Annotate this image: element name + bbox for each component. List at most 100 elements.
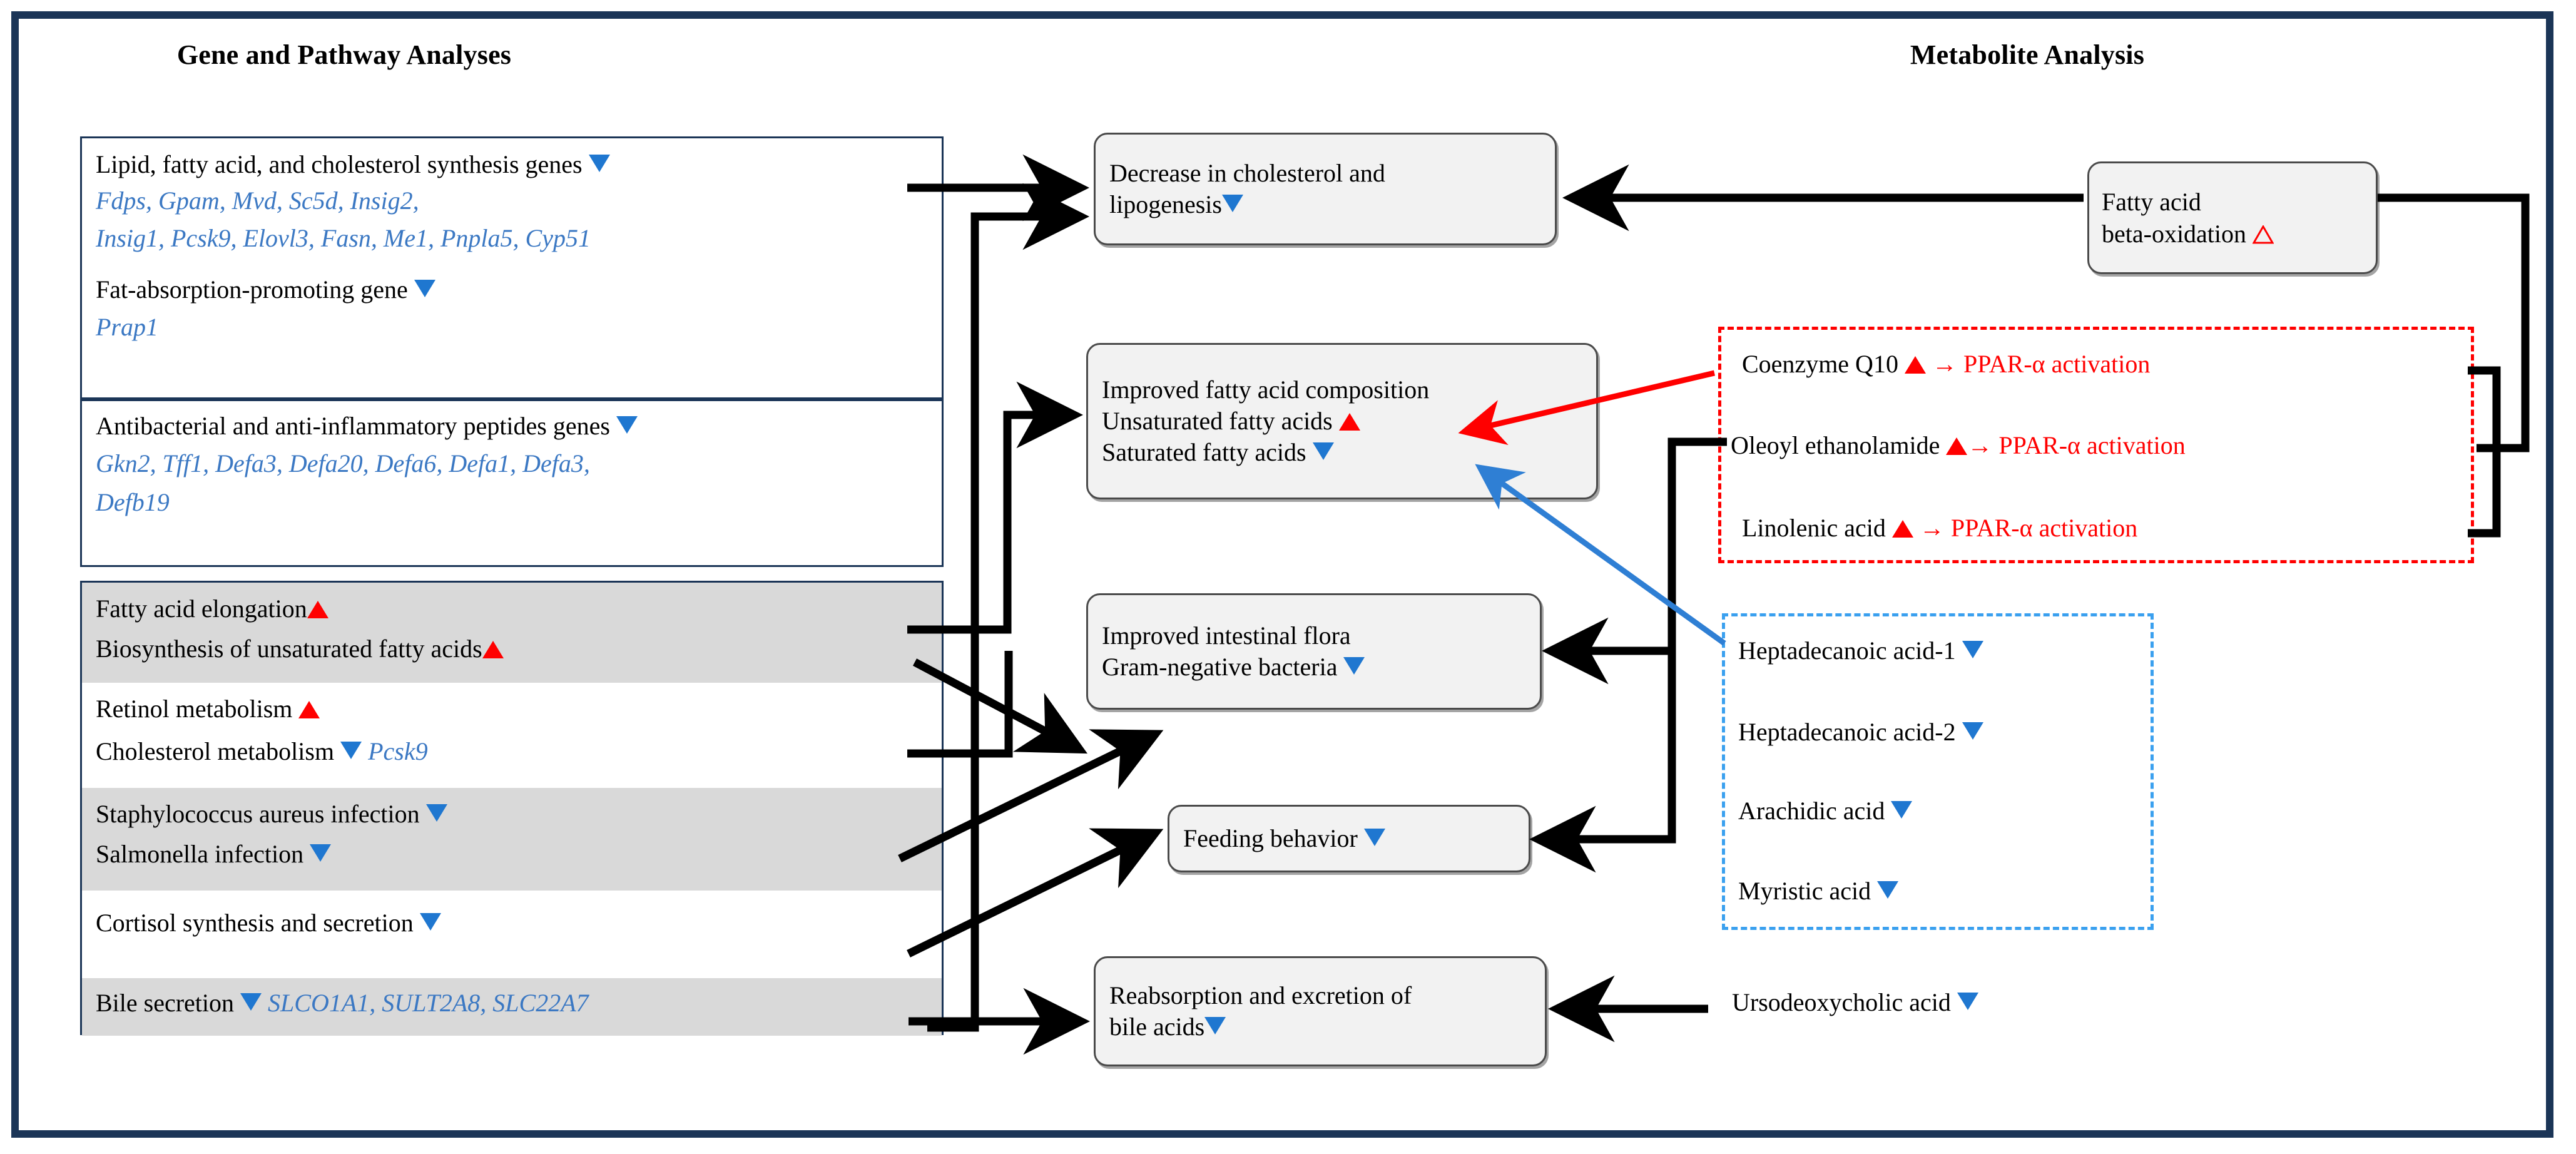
down-triangle-icon xyxy=(1891,801,1913,819)
outcome-text: Improved intestinal flora Gram-negative … xyxy=(1088,620,1378,683)
down-triangle-icon xyxy=(1957,993,1978,1010)
down-triangle-icon xyxy=(340,742,362,759)
gene-list: Prap1 xyxy=(96,313,158,341)
outcome-text: Decrease in cholesterol and lipogenesis xyxy=(1096,158,1399,220)
metabolite-row-myristic-acid: Myristic acid xyxy=(1738,876,1899,906)
metabolite-box-beta-oxidation: Fatty acid beta-oxidation xyxy=(2087,161,2378,274)
gene-row-label: Lipid, fatty acid, and cholesterol synth… xyxy=(96,150,610,179)
gene-list: Insig1, Pcsk9, Elovl3, Fasn, Me1, Pnpla5… xyxy=(96,224,591,252)
pathway-row: Cortisol synthesis and secretion xyxy=(96,908,441,937)
up-triangle-icon xyxy=(482,641,504,658)
gene-box-lipid-synthesis: Lipid, fatty acid, and cholesterol synth… xyxy=(80,136,944,399)
gene-list: Gkn2, Tff1, Defa3, Defa20, Defa6, Defa1,… xyxy=(96,449,590,477)
outcome-box-feeding-behavior: Feeding behavior xyxy=(1168,805,1530,872)
down-triangle-icon xyxy=(1363,829,1385,846)
down-triangle-icon xyxy=(588,155,610,172)
down-triangle-icon xyxy=(240,993,262,1011)
label-text: Fatty acid xyxy=(2102,187,2201,216)
outcome-text: Reabsorption and excretion of bile acids xyxy=(1096,980,1425,1043)
metabolite-row-oleoyl-ethanolamide: Oleoyl ethanolamide → PPAR-α activation xyxy=(1731,431,2186,460)
up-triangle-hollow-icon xyxy=(2253,225,2274,244)
gene-row-label: Antibacterial and anti-inflammatory pept… xyxy=(96,411,638,441)
metabolite-row-arachidic-acid: Arachidic acid xyxy=(1738,796,1913,825)
metabolite-row-heptadecanoic-acid-1: Heptadecanoic acid-1 xyxy=(1738,636,1983,665)
page-title-metabolite: Metabolite Analysis xyxy=(1910,39,2145,70)
label-text: Salmonella infection xyxy=(96,840,310,868)
page-title-gene-pathway: Gene and Pathway Analyses xyxy=(176,39,512,70)
label-text: Bile secretion xyxy=(96,989,241,1017)
pathway-band-bile-secretion: Bile secretion SLCO1A1, SULT2A8, SLC22A7 xyxy=(82,978,942,1036)
label-text: Coenzyme Q10 xyxy=(1742,350,1905,378)
ppar-effect-text: → PPAR-α activation xyxy=(1913,514,2138,542)
label-text: Improved intestinal flora xyxy=(1102,621,1351,650)
label-text: Arachidic acid xyxy=(1738,797,1891,825)
pathway-row: Salmonella infection xyxy=(96,839,332,869)
gene-list: Defb19 xyxy=(96,488,170,516)
up-triangle-icon xyxy=(1891,520,1913,538)
down-triangle-icon xyxy=(1962,722,1983,740)
gene-name: Pcsk9 xyxy=(368,737,428,765)
down-triangle-icon xyxy=(419,913,441,931)
label-text: Gram-negative bacteria xyxy=(1102,653,1344,681)
pathway-row: Bile secretion SLCO1A1, SULT2A8, SLC22A7 xyxy=(96,988,589,1018)
outcome-box-intestinal-flora: Improved intestinal flora Gram-negative … xyxy=(1086,593,1542,710)
label-text: Biosynthesis of unsaturated fatty acids xyxy=(96,635,482,663)
pathway-row: Staphylococcus aureus infection xyxy=(96,799,447,829)
gene-row-label: Fat-absorption-promoting gene xyxy=(96,275,435,304)
label-text: Feeding behavior xyxy=(1183,824,1364,852)
pathway-row: Fatty acid elongation xyxy=(96,594,328,623)
label-text: Improved fatty acid composition xyxy=(1102,375,1430,404)
outcome-text: Improved fatty acid composition Unsatura… xyxy=(1088,374,1443,468)
label-text: Cortisol synthesis and secretion xyxy=(96,909,420,937)
metabolite-row-linolenic-acid: Linolenic acid → PPAR-α activation xyxy=(1742,513,2137,543)
down-triangle-icon xyxy=(1204,1017,1226,1034)
label-text: Cholesterol metabolism xyxy=(96,737,341,765)
label-text: beta-oxidation xyxy=(2102,220,2253,248)
pathway-band-retinol-cholesterol: Retinol metabolism Cholesterol metabolis… xyxy=(82,683,942,788)
down-triangle-icon xyxy=(1962,641,1983,658)
down-triangle-icon xyxy=(425,804,447,822)
down-triangle-icon xyxy=(616,416,638,434)
gene-box-antibacterial-peptides: Antibacterial and anti-inflammatory pept… xyxy=(80,399,944,567)
down-triangle-icon xyxy=(1343,657,1365,675)
up-triangle-icon xyxy=(1904,356,1926,374)
metabolite-row-heptadecanoic-acid-2: Heptadecanoic acid-2 xyxy=(1738,717,1983,747)
label-text: Reabsorption and excretion of xyxy=(1109,981,1412,1009)
label-text: Fatty acid elongation xyxy=(96,595,307,623)
ppar-effect-text: → PPAR-α activation xyxy=(1967,431,2186,459)
label-text: Antibacterial and anti-inflammatory pept… xyxy=(96,412,610,440)
gene-list: Fdps, Gpam, Mvd, Sc5d, Insig2, xyxy=(96,186,419,215)
metabolite-text: Fatty acid beta-oxidation xyxy=(2089,186,2286,250)
label-text: Staphylococcus aureus infection xyxy=(96,800,426,828)
label-text: Linolenic acid xyxy=(1742,514,1892,542)
label-text: Heptadecanoic acid-2 xyxy=(1738,718,1962,746)
up-triangle-icon xyxy=(1338,413,1360,431)
label-text: Saturated fatty acids xyxy=(1102,438,1313,466)
label-text: Unsaturated fatty acids xyxy=(1102,407,1339,435)
gene-name: SLCO1A1, SULT2A8, SLC22A7 xyxy=(268,989,589,1017)
pathway-bands-box: Fatty acid elongation Biosynthesis of un… xyxy=(80,581,944,1036)
pathway-band-fatty-acid-elongation: Fatty acid elongation Biosynthesis of un… xyxy=(82,583,942,683)
label-text: Ursodeoxycholic acid xyxy=(1732,988,1957,1016)
down-triangle-icon xyxy=(310,844,332,862)
up-triangle-icon xyxy=(307,601,328,618)
down-triangle-icon xyxy=(1877,881,1899,899)
label-text: bile acids xyxy=(1109,1013,1205,1041)
metabolite-row-ursodeoxycholic-acid: Ursodeoxycholic acid xyxy=(1732,988,1978,1017)
pathway-band-infections: Staphylococcus aureus infection Salmonel… xyxy=(82,788,942,891)
down-triangle-icon xyxy=(414,280,435,297)
label-text: Fat-absorption-promoting gene xyxy=(96,275,408,304)
label-text: Myristic acid xyxy=(1738,877,1878,905)
outcome-text: Feeding behavior xyxy=(1169,823,1399,854)
pathway-band-cortisol: Cortisol synthesis and secretion xyxy=(82,891,942,978)
down-triangle-icon xyxy=(1221,195,1243,212)
metabolite-row-coenzyme-q10: Coenzyme Q10 → PPAR-α activation xyxy=(1742,349,2150,379)
up-triangle-icon xyxy=(298,701,320,718)
label-text: Retinol metabolism xyxy=(96,695,299,723)
label-text: Decrease in cholesterol and xyxy=(1109,159,1385,187)
label-text: lipogenesis xyxy=(1109,190,1222,218)
outcome-box-bile-acids: Reabsorption and excretion of bile acids xyxy=(1094,956,1547,1066)
label-text: Lipid, fatty acid, and cholesterol synth… xyxy=(96,150,583,178)
pathway-row: Retinol metabolism xyxy=(96,694,320,723)
up-triangle-icon xyxy=(1946,437,1968,455)
